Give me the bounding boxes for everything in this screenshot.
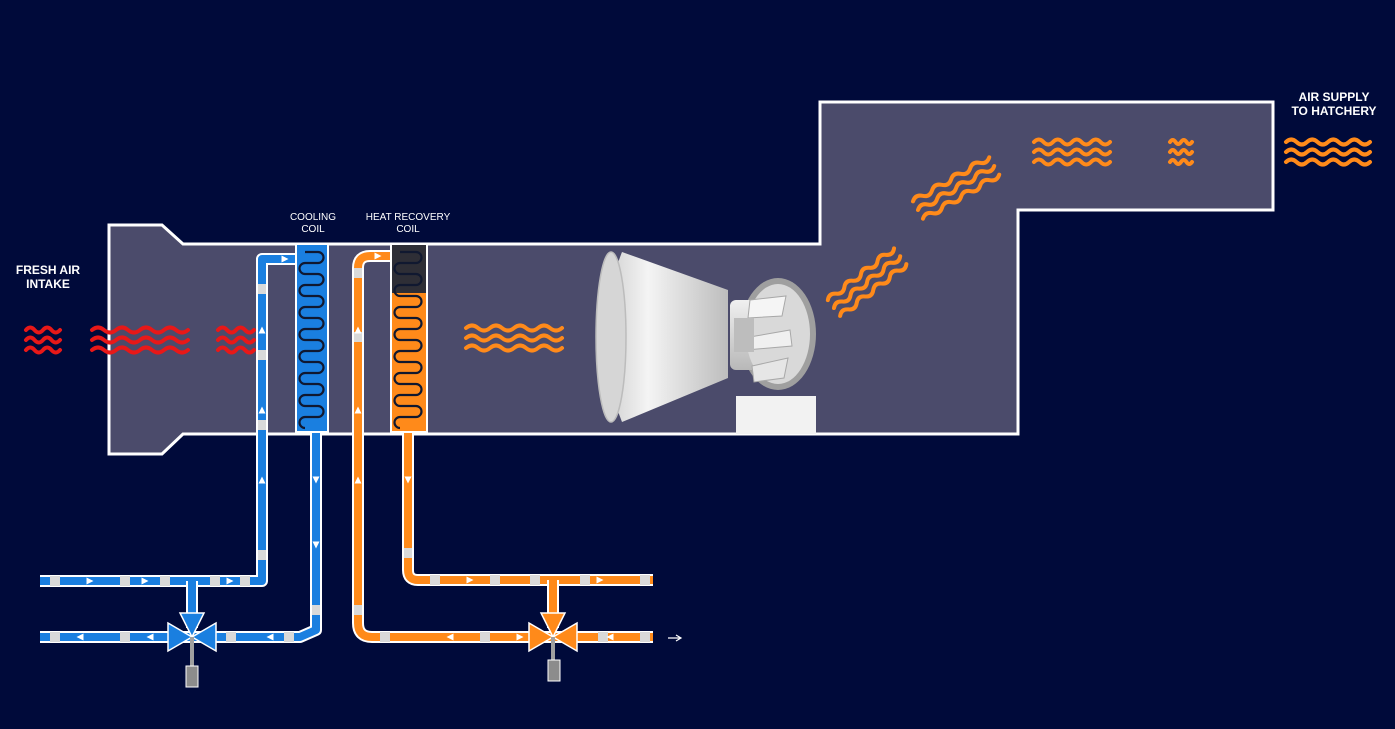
pipe-flange xyxy=(120,576,130,586)
heat-recovery-coil xyxy=(390,243,428,433)
pipe-flange xyxy=(50,576,60,586)
cooling-coil xyxy=(295,243,329,433)
flow-arrow-icon xyxy=(281,255,289,263)
pipe-flange xyxy=(480,632,490,642)
pipe-flange xyxy=(430,575,440,585)
heat-recovery-coil-label: HEAT RECOVERY COIL xyxy=(348,212,468,236)
pipe-flange xyxy=(490,575,500,585)
pipe-flange xyxy=(580,575,590,585)
flow-arrow-icon xyxy=(596,576,604,584)
air-wave-icon xyxy=(216,325,256,355)
air-wave-icon xyxy=(24,325,62,355)
pipe-flange xyxy=(258,550,266,560)
flow-arrow-icon xyxy=(258,476,266,484)
cooling-coil-label: COOLING COIL xyxy=(268,212,358,236)
flow-arrow-icon xyxy=(668,634,683,642)
flow-arrow-icon xyxy=(354,476,362,484)
pipe-flange xyxy=(354,268,362,278)
flow-arrow-icon xyxy=(258,326,266,334)
heat-label-line1: HEAT RECOVERY xyxy=(365,212,451,223)
pipe-flange xyxy=(120,632,130,642)
cooling-coil-tubes xyxy=(298,250,325,430)
pipe-flow-arrows xyxy=(76,252,614,641)
flow-arrow-icon xyxy=(76,633,84,641)
air-wave-icon xyxy=(1168,138,1194,166)
recovery-supply-pipe xyxy=(402,432,653,586)
air-wave-icon xyxy=(1032,137,1112,167)
pipe-flange xyxy=(160,576,170,586)
flow-arrow-icon xyxy=(374,252,382,260)
pipe-flange xyxy=(284,632,294,642)
fan-base xyxy=(736,396,816,434)
air-wave-icon xyxy=(825,246,909,318)
fresh-air-intake-label: FRESH AIR INTAKE xyxy=(2,263,94,291)
pipe-flanges xyxy=(50,268,650,642)
pipe-flange xyxy=(258,284,266,294)
air-wave-icon xyxy=(464,323,564,353)
heat-recovery-piping xyxy=(352,250,653,643)
fan-blade xyxy=(751,357,789,383)
supply-label-line2: TO HATCHERY xyxy=(1291,104,1377,118)
pipe-flange xyxy=(380,632,390,642)
flow-arrow-icon xyxy=(466,576,474,584)
pipe-flange xyxy=(312,605,320,615)
cooling-label-line2: COIL xyxy=(301,224,325,235)
pipe-flange xyxy=(50,632,60,642)
flow-arrow-icon xyxy=(446,633,454,641)
heat-recovery-valve xyxy=(528,612,578,682)
fan-blade xyxy=(747,295,787,319)
fan-inlet-cone xyxy=(605,252,728,422)
flow-arrow-icon xyxy=(226,577,234,585)
supply-label-line1: AIR SUPPLY xyxy=(1298,90,1370,104)
pipe-flange xyxy=(240,576,250,586)
pipe-flange xyxy=(598,632,608,642)
intake-label-line1: FRESH AIR xyxy=(15,263,81,277)
flow-arrow-icon xyxy=(354,326,362,334)
fan-icon xyxy=(595,251,816,434)
pipe-flange xyxy=(640,632,650,642)
pipe-flange xyxy=(226,632,236,642)
actuator-icon xyxy=(547,659,561,682)
pipe-flange xyxy=(354,605,362,615)
pipe-flange xyxy=(354,332,362,342)
chilled-return-pipe xyxy=(40,432,322,643)
flow-arrow-icon xyxy=(86,577,94,585)
intake-label-line2: INTAKE xyxy=(26,277,70,291)
air-supply-label: AIR SUPPLY TO HATCHERY xyxy=(1278,90,1390,118)
pipe-flange xyxy=(530,575,540,585)
air-wave-icon xyxy=(90,325,190,355)
cooling-label-line1: COOLING xyxy=(289,212,337,223)
air-wave-icon xyxy=(1284,137,1372,167)
flow-arrow-icon xyxy=(606,633,614,641)
flow-arrow-icon xyxy=(141,577,149,585)
air-flow-waves xyxy=(24,137,1372,355)
pipe-flange xyxy=(258,420,266,430)
heat-label-line2: COIL xyxy=(396,224,420,235)
flow-arrow-icon xyxy=(516,633,524,641)
flow-arrow-icon xyxy=(404,476,412,484)
chilled-water-valve xyxy=(167,612,217,688)
flow-arrow-icon xyxy=(354,406,362,414)
flow-arrow-icon xyxy=(312,476,320,484)
pipe-flange xyxy=(210,576,220,586)
heat-recovery-coil-tubes xyxy=(393,250,423,430)
pipe-flange xyxy=(640,575,650,585)
pipe-flange xyxy=(404,548,412,558)
flow-arrow-icon xyxy=(258,406,266,414)
air-wave-icon xyxy=(911,155,1002,221)
flow-arrow-icon xyxy=(266,633,274,641)
pipe-flange xyxy=(258,350,266,360)
flow-arrow-icon xyxy=(312,541,320,549)
actuator-icon xyxy=(185,665,199,688)
flow-arrow-icon xyxy=(146,633,154,641)
